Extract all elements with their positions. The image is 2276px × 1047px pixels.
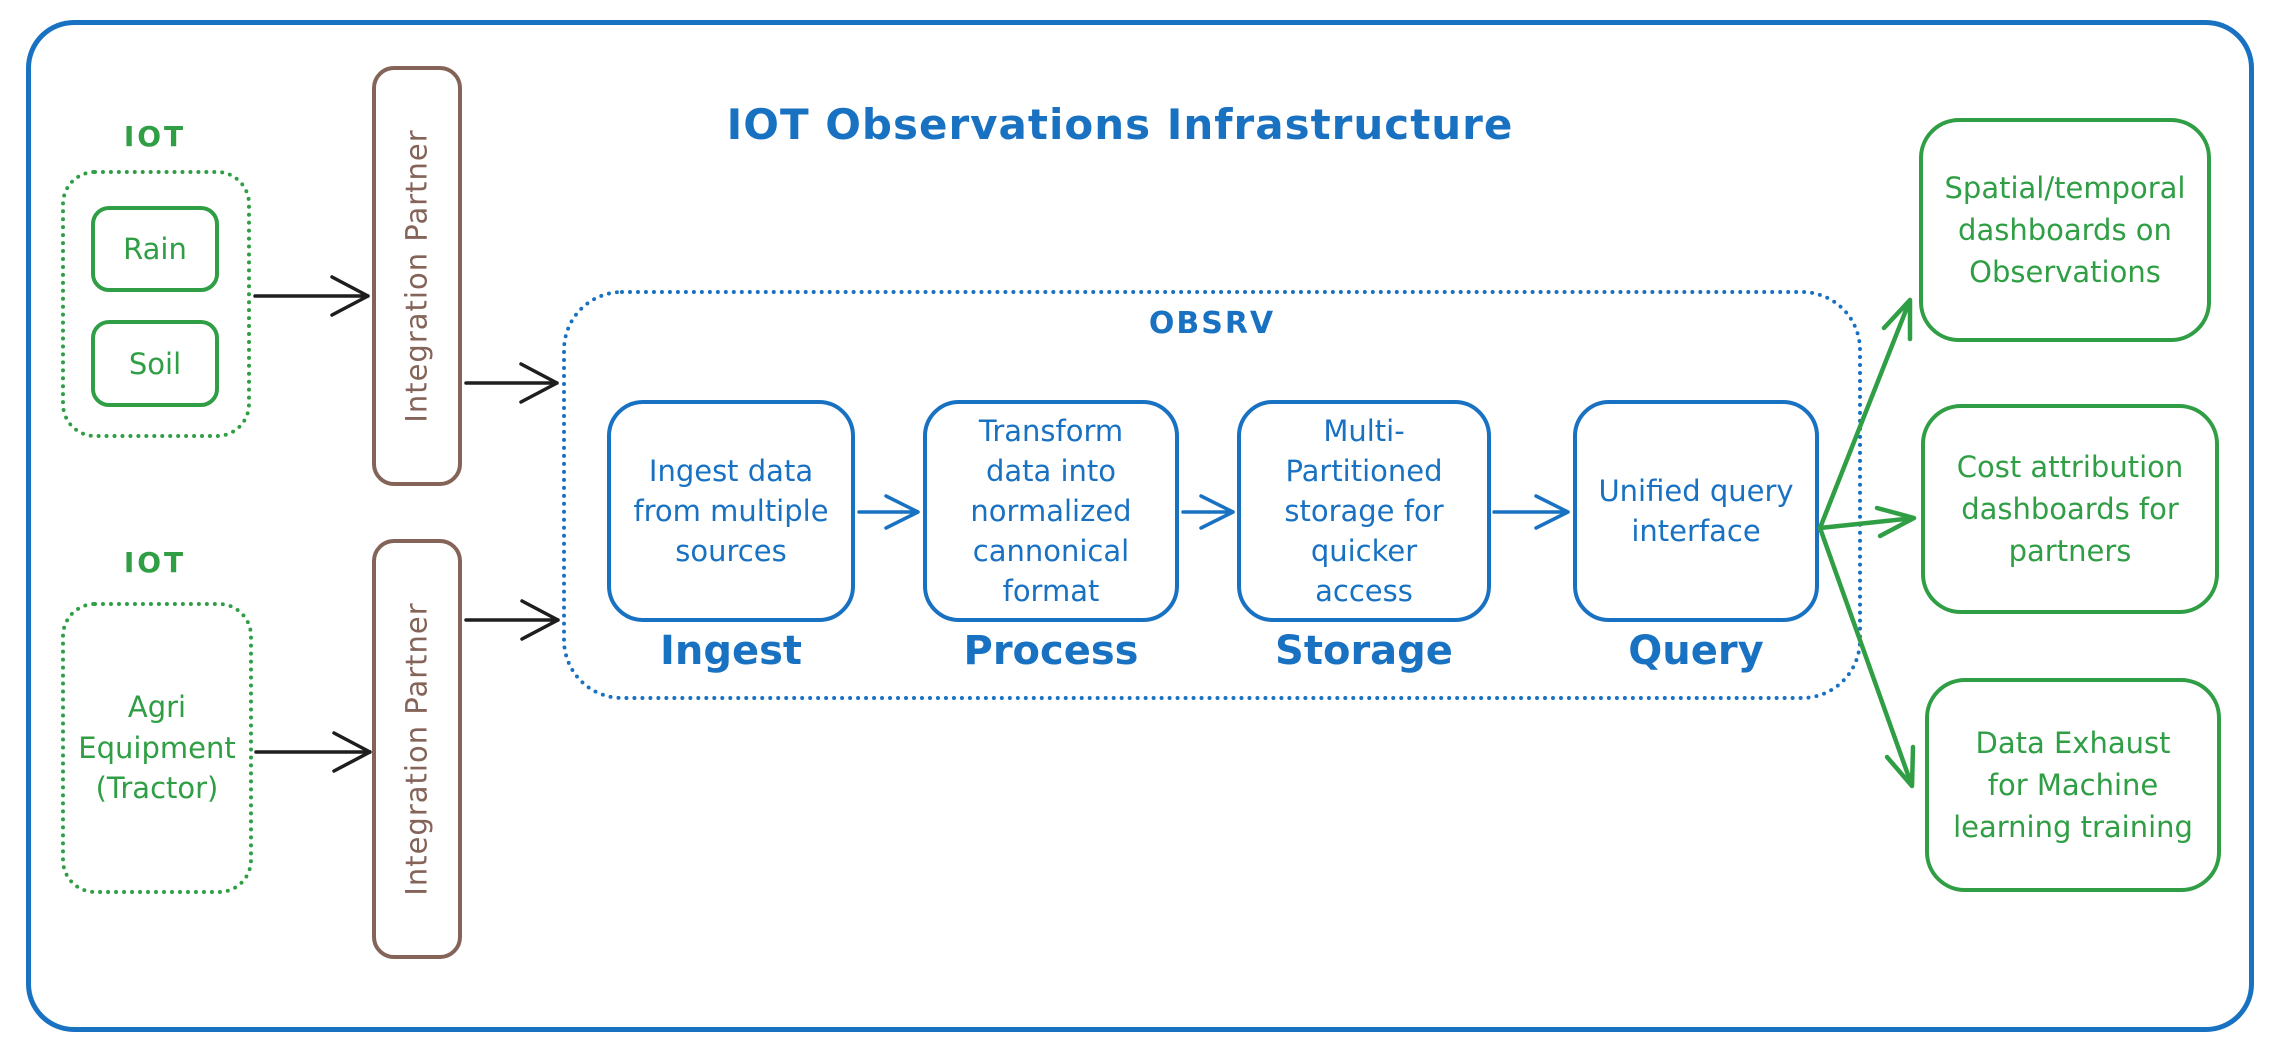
node-integration-partner-2: Integration Partner bbox=[372, 539, 462, 959]
node-integration-partner-1: Integration Partner bbox=[372, 66, 462, 486]
node-soil: Soil bbox=[91, 320, 219, 407]
stage-ingest-caption: Ingest bbox=[659, 628, 803, 674]
stage-query-caption: Query bbox=[1628, 628, 1764, 674]
output-cost-dashboards: Cost attribution dashboards for partners bbox=[1921, 404, 2219, 614]
iot-group-2-label: IOT bbox=[123, 546, 187, 579]
integration-partner-2-label: Integration Partner bbox=[400, 602, 435, 896]
iot-group-1-label: IOT bbox=[123, 120, 187, 153]
stage-process-caption: Process bbox=[963, 628, 1139, 674]
iot-group-2: Agri Equipment (Tractor) bbox=[61, 602, 253, 894]
stage-ingest-box: Ingest data from multiple sources bbox=[607, 400, 855, 622]
diagram-title: IOT Observations Infrastructure bbox=[726, 100, 1514, 149]
agri-equipment-label: Agri Equipment (Tractor) bbox=[78, 690, 236, 806]
stage-storage-caption: Storage bbox=[1275, 628, 1453, 674]
obsrv-label: OBSRV bbox=[1148, 306, 1276, 341]
stage-storage-box: Multi- Partitioned storage for quicker a… bbox=[1237, 400, 1491, 622]
output-spatial-dashboards: Spatial/temporal dashboards on Observati… bbox=[1919, 118, 2211, 342]
output-data-exhaust: Data Exhaust for Machine learning traini… bbox=[1925, 678, 2221, 892]
integration-partner-1-label: Integration Partner bbox=[400, 129, 435, 423]
stage-query-box: Unified query interface bbox=[1573, 400, 1819, 622]
iot-group-1 bbox=[61, 170, 251, 438]
outer-frame bbox=[26, 20, 2254, 1032]
stage-process-box: Transform data into normalized cannonica… bbox=[923, 400, 1179, 622]
node-rain: Rain bbox=[91, 206, 219, 292]
